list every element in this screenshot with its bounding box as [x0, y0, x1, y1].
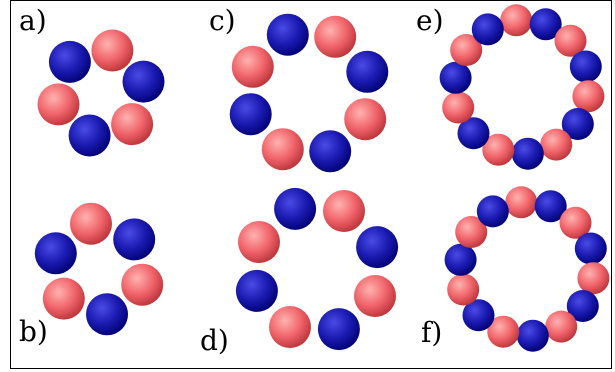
blue-sphere [462, 299, 495, 332]
red-sphere [91, 29, 134, 72]
sphere-ring-a [37, 29, 165, 157]
figure-frame: a) b) c) d) e) f) [10, 0, 612, 369]
red-sphere [42, 277, 85, 320]
blue-sphere [266, 13, 309, 56]
blue-sphere [34, 232, 77, 275]
red-sphere [572, 80, 605, 113]
blue-sphere [569, 50, 602, 83]
red-sphere [500, 4, 533, 37]
red-sphere [261, 128, 304, 171]
red-sphere [545, 310, 578, 343]
blue-sphere [574, 232, 607, 265]
sphere-rings-canvas [34, 4, 610, 352]
blue-sphere [229, 93, 272, 136]
red-sphere [559, 206, 592, 239]
sphere-ring-d [235, 187, 399, 351]
red-sphere [121, 263, 164, 306]
panel-label-c: c) [209, 4, 236, 37]
red-sphere [314, 15, 357, 58]
panel-label-f: f) [421, 316, 443, 349]
red-sphere [442, 91, 475, 124]
red-sphere [450, 34, 483, 66]
blue-sphere [457, 117, 490, 150]
red-sphere [269, 306, 311, 348]
red-sphere [447, 273, 480, 306]
blue-sphere [68, 114, 111, 157]
blue-sphere [566, 290, 599, 322]
blue-sphere [122, 60, 165, 103]
blue-sphere [561, 108, 594, 140]
red-sphere [577, 262, 610, 295]
blue-sphere [516, 319, 549, 352]
blue-sphere [356, 226, 399, 269]
red-sphere [487, 315, 520, 348]
blue-sphere [274, 187, 317, 230]
blue-sphere [511, 137, 544, 170]
red-sphere [455, 216, 488, 248]
blue-sphere [309, 130, 352, 173]
blue-sphere [113, 218, 156, 261]
panel-label-d: d) [200, 324, 229, 357]
red-sphere [482, 133, 515, 166]
blue-sphere [235, 269, 278, 312]
blue-sphere [534, 190, 567, 223]
sphere-ring-f [444, 186, 610, 352]
red-sphere [354, 275, 396, 317]
sphere-ring-c [229, 13, 389, 173]
panel-label-b: b) [19, 315, 48, 348]
blue-sphere [439, 61, 472, 94]
red-sphere [70, 202, 112, 245]
red-sphere [37, 83, 80, 126]
red-sphere [111, 103, 154, 146]
blue-sphere [471, 13, 504, 46]
sphere-ring-b [34, 202, 164, 336]
blue-sphere [476, 195, 509, 228]
red-sphere [323, 190, 365, 232]
red-sphere [344, 98, 387, 141]
blue-sphere [86, 293, 128, 336]
sphere-ring-e [439, 4, 605, 170]
blue-sphere [48, 40, 91, 83]
red-sphere [505, 186, 538, 219]
blue-sphere [444, 243, 477, 276]
panel-label-a: a) [19, 4, 47, 37]
blue-sphere [317, 308, 360, 351]
red-sphere [231, 45, 274, 88]
blue-sphere [529, 8, 562, 41]
red-sphere [238, 221, 280, 263]
panel-label-e: e) [416, 4, 444, 37]
blue-sphere [346, 50, 389, 93]
red-sphere [554, 24, 587, 57]
red-sphere [540, 128, 573, 161]
